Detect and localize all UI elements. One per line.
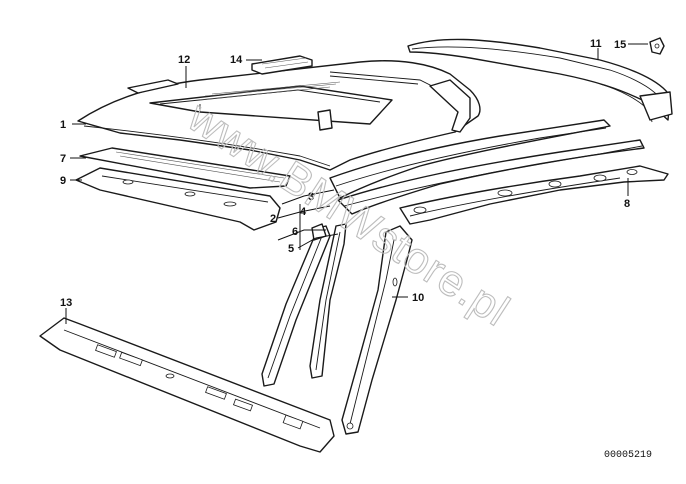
callout-7: 7 [60,153,66,165]
callout-4: 4 [300,206,307,218]
callout-3: 3 [308,191,314,203]
callout-6: 6 [292,226,298,238]
rear-roof-rail [407,38,673,123]
callout-13: 13 [60,297,72,309]
a-pillar-inner-trim [309,223,347,379]
callout-2: 2 [270,213,276,225]
front-header-panel [79,147,291,189]
callout-5: 5 [288,243,294,255]
drawing-number: 00005219 [604,450,652,461]
front-header-inner [75,167,281,231]
callout-labels: 1 2 3 4 5 6 7 8 9 10 11 12 13 14 15 [60,38,630,309]
roof-panel [77,60,481,171]
callout-9: 9 [60,175,66,187]
callout-1: 1 [60,119,66,131]
callout-11: 11 [590,38,602,50]
inner-roof-rail [399,165,669,225]
a-pillar [341,225,413,435]
callout-15: 15 [614,39,626,51]
a-pillar-outer [261,225,331,387]
callout-10: 10 [412,292,424,304]
sill-rail [39,317,335,453]
clip-part [649,37,665,55]
side-roof-frame [329,119,645,215]
leader-lines [65,43,648,324]
callout-14: 14 [230,54,243,66]
front-roof-trim [127,79,179,94]
callout-8: 8 [624,198,630,210]
callout-12: 12 [178,54,190,66]
rear-roof-bracket [251,55,313,75]
